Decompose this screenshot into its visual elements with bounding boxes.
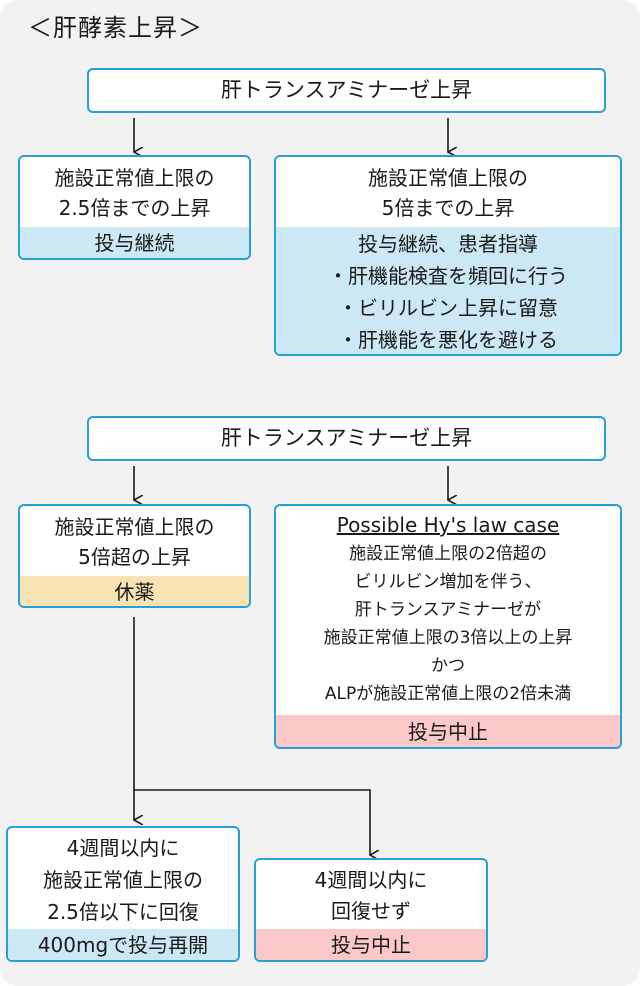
hys-law-box: Possible Hy's law case 施設正常値上限の2倍超の ビリルビ… [274, 504, 622, 749]
bottom-left-box: 施設正常値上限の 5倍超の上昇 休薬 [18, 504, 251, 608]
top-left-line1: 施設正常値上限の [54, 166, 215, 190]
no-recovery-box: 4週間以内に 回復せず 投与中止 [254, 858, 488, 962]
hys-law-line: ALPが施設正常値上限の2倍未満 [324, 684, 572, 704]
resume-box: 4週間以内に 施設正常値上限の 2.5倍以下に回復 400mgで投与再開 [6, 826, 240, 962]
hys-law-line: 施設正常値上限の3倍以上の上昇 [323, 628, 573, 648]
hys-law-line: ビリルビン増加を伴う、 [354, 572, 542, 592]
top-right-bullet: ・肝機能を悪化を避ける [338, 328, 558, 352]
top-header-label: 肝トランスアミナーゼ上昇 [220, 78, 473, 102]
top-right-bullet: ・ビリルビン上昇に留意 [338, 296, 558, 320]
bottom-left-action: 休薬 [20, 576, 249, 606]
top-header-box: 肝トランスアミナーゼ上昇 [87, 68, 606, 113]
hys-law-line: 施設正常値上限の2倍超の [349, 544, 547, 564]
top-right-box: 施設正常値上限の 5倍までの上昇 投与継続、患者指導 ・肝機能検査を頻回に行う … [274, 155, 622, 356]
page-title: ＜肝酵素上昇＞ [28, 14, 203, 42]
resume-line1: 4週間以内に [66, 836, 180, 860]
hys-law-action: 投与中止 [276, 715, 620, 747]
top-right-bullet: ・肝機能検査を頻回に行う [328, 264, 568, 288]
top-left-action: 投与継続 [20, 227, 249, 258]
top-right-guidance: 投与継続、患者指導 ・肝機能検査を頻回に行う ・ビリルビン上昇に留意 ・肝機能を… [276, 227, 620, 354]
bottom-header-label: 肝トランスアミナーゼ上昇 [220, 426, 473, 450]
hys-law-line: 肝トランスアミナーゼが [354, 600, 542, 620]
no-recovery-action: 投与中止 [256, 929, 486, 960]
bottom-left-line2: 5倍超の上昇 [78, 545, 191, 569]
resume-line3: 2.5倍以下に回復 [47, 900, 199, 924]
top-left-line2: 2.5倍までの上昇 [58, 196, 211, 220]
hys-law-heading: Possible Hy's law case [336, 513, 560, 537]
no-recovery-line1: 4週間以内に [314, 868, 428, 892]
top-right-action: 投与継続、患者指導 [358, 232, 538, 256]
bottom-header-box: 肝トランスアミナーゼ上昇 [87, 416, 606, 461]
top-right-line1: 施設正常値上限の [368, 166, 528, 190]
bottom-left-line1: 施設正常値上限の [54, 515, 215, 539]
no-recovery-line2: 回復せず [331, 899, 411, 923]
top-left-box: 施設正常値上限の 2.5倍までの上昇 投与継続 [18, 155, 251, 260]
resume-line2: 施設正常値上限の [43, 868, 203, 892]
top-right-line2: 5倍までの上昇 [381, 196, 515, 220]
hys-law-line: かつ [431, 656, 465, 676]
resume-action: 400mgで投与再開 [8, 929, 238, 960]
